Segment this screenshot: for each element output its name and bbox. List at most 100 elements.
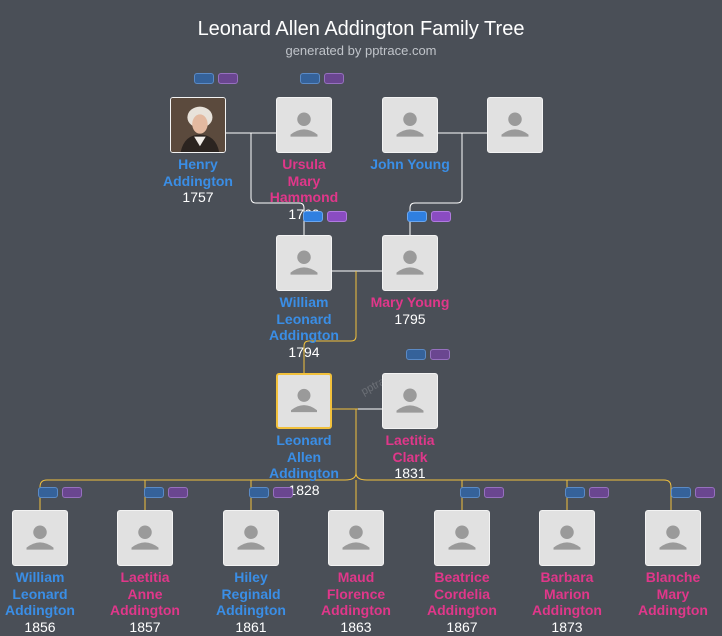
expand-female-toggle-c5[interactable]	[484, 487, 504, 498]
person-silhouette-icon	[290, 250, 318, 275]
expand-male-toggle-c2[interactable]	[144, 487, 164, 498]
person-name-line: Addington	[110, 602, 180, 618]
person-birth-year: 1794	[288, 343, 320, 360]
person-name-line: John Young	[370, 156, 450, 172]
person-name-line: Reginald	[221, 585, 281, 602]
person-name-line: Ursula	[282, 156, 326, 172]
expand-male-toggle-c3[interactable]	[249, 487, 269, 498]
person-name-line: Marion	[544, 585, 590, 602]
expand-female-toggle-william[interactable]	[327, 211, 347, 222]
person-card-c7[interactable]	[645, 510, 701, 566]
person-card-john_spouse[interactable]	[487, 97, 543, 153]
person-card-c5[interactable]	[434, 510, 490, 566]
person-name-line: Addington	[638, 602, 708, 618]
expand-male-toggle-laetitia_c[interactable]	[406, 349, 426, 360]
person-card-c3[interactable]	[223, 510, 279, 566]
expand-female-toggle-mary[interactable]	[431, 211, 451, 222]
person-card-c2[interactable]	[117, 510, 173, 566]
person-silhouette-icon	[501, 112, 529, 137]
person-card-c4[interactable]	[328, 510, 384, 566]
expand-female-toggle-c3[interactable]	[273, 487, 293, 498]
person-silhouette-icon	[237, 525, 265, 550]
person-name-line: Maud	[337, 569, 375, 585]
expand-male-toggle-henry[interactable]	[194, 73, 214, 84]
person-name-line: Addington	[269, 465, 339, 481]
person-card-laetitia_c[interactable]	[382, 373, 438, 429]
person-name-line: Anne	[127, 585, 163, 602]
expand-female-toggle-henry[interactable]	[218, 73, 238, 84]
expand-male-toggle-william[interactable]	[303, 211, 323, 222]
person-label-john[interactable]: John Young	[350, 156, 470, 173]
person-card-john[interactable]	[382, 97, 438, 153]
expand-female-toggle-c2[interactable]	[168, 487, 188, 498]
person-name-line: Beatrice	[434, 569, 490, 585]
page-subtitle: generated by pptrace.com	[285, 43, 437, 58]
person-name-line: William	[15, 569, 65, 585]
person-card-ursula[interactable]	[276, 97, 332, 153]
person-name-line: Cordelia	[433, 585, 490, 602]
person-name-line: William	[279, 294, 329, 310]
expand-male-toggle-c5[interactable]	[460, 487, 480, 498]
person-card-c1[interactable]	[12, 510, 68, 566]
person-name-line: Addington	[5, 602, 75, 618]
person-name-line: Addington	[269, 327, 339, 343]
person-card-william[interactable]	[276, 235, 332, 291]
person-name-line: Blanche	[645, 569, 701, 585]
person-name-line: Henry	[178, 156, 218, 172]
expand-female-toggle-ursula[interactable]	[324, 73, 344, 84]
person-silhouette-icon	[396, 250, 424, 275]
person-name-line: Barbara	[540, 569, 594, 585]
expand-female-toggle-laetitia_c[interactable]	[430, 349, 450, 360]
person-silhouette-icon	[342, 525, 370, 550]
person-silhouette-icon	[290, 112, 318, 137]
person-birth-year: 1873	[551, 618, 583, 635]
person-birth-year: 1795	[394, 310, 426, 327]
expand-male-toggle-c1[interactable]	[38, 487, 58, 498]
person-name-line: Hiley	[234, 569, 268, 585]
person-card-leonard[interactable]	[276, 373, 332, 429]
person-name-line: Mary	[287, 172, 321, 189]
descent-line-henry-ursula	[250, 133, 305, 235]
person-name-line: Addington	[532, 602, 602, 618]
person-name-line: Addington	[427, 602, 497, 618]
person-silhouette-icon	[396, 112, 424, 137]
expand-female-toggle-c1[interactable]	[62, 487, 82, 498]
person-name-line: Leonard	[12, 585, 68, 602]
expand-male-toggle-mary[interactable]	[407, 211, 427, 222]
expand-female-toggle-c7[interactable]	[695, 487, 715, 498]
person-name-line: Hammond	[269, 189, 339, 205]
person-name-line: Laetitia	[120, 569, 170, 585]
person-name-line: Clark	[392, 448, 428, 465]
expand-female-toggle-c6[interactable]	[589, 487, 609, 498]
person-birth-year: 1828	[288, 481, 320, 498]
expand-male-toggle-c7[interactable]	[671, 487, 691, 498]
expand-male-toggle-ursula[interactable]	[300, 73, 320, 84]
person-silhouette-icon	[26, 525, 54, 550]
descent-line-william-mary	[303, 271, 357, 373]
person-birth-year: 1861	[235, 618, 267, 635]
person-name-line: Laetitia	[385, 432, 435, 448]
person-name-line: Leonard	[276, 310, 332, 327]
portrait-image	[171, 98, 225, 152]
person-silhouette-icon	[396, 388, 424, 413]
person-photo-henry[interactable]	[170, 97, 226, 153]
person-birth-year: 1831	[394, 465, 426, 481]
person-card-c6[interactable]	[539, 510, 595, 566]
person-name-line: Addington	[216, 602, 286, 618]
expand-male-toggle-c6[interactable]	[565, 487, 585, 498]
person-card-mary[interactable]	[382, 235, 438, 291]
person-name-line: Addington	[163, 172, 233, 189]
